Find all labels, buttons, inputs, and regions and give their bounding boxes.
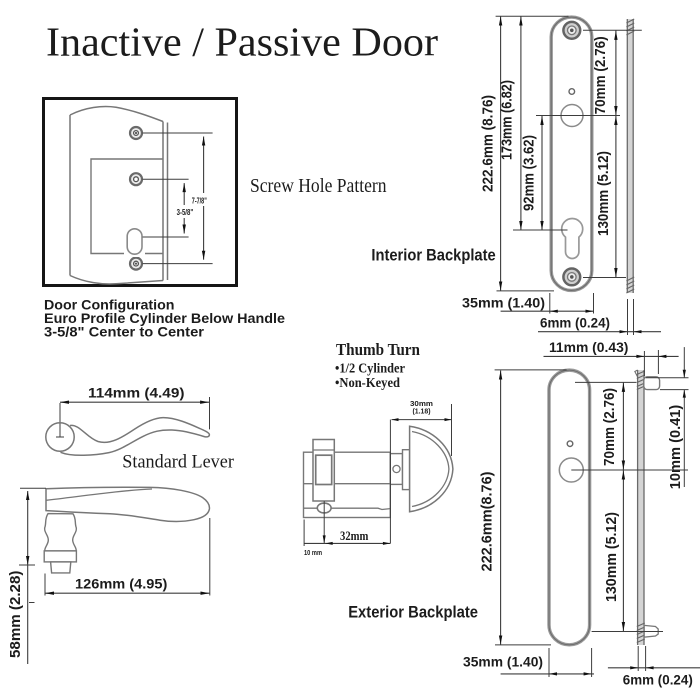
svg-text:6mm (0.24): 6mm (0.24) bbox=[540, 315, 610, 331]
svg-text:70mm (2.76): 70mm (2.76) bbox=[602, 388, 618, 466]
svg-text:70mm (2.76): 70mm (2.76) bbox=[593, 36, 609, 114]
svg-text:130mm (5.12): 130mm (5.12) bbox=[596, 151, 612, 236]
svg-text:114mm (4.49): 114mm (4.49) bbox=[88, 384, 185, 400]
svg-text:Screw Hole Pattern: Screw Hole Pattern bbox=[250, 176, 387, 197]
svg-text:•1/2 Cylinder: •1/2 Cylinder bbox=[335, 361, 405, 376]
svg-text:3-5/8": 3-5/8" bbox=[177, 208, 194, 217]
svg-text:3-5/8" Center to Center: 3-5/8" Center to Center bbox=[44, 323, 205, 339]
svg-text:7-7/8": 7-7/8" bbox=[192, 196, 207, 205]
svg-text:10mm (0.41): 10mm (0.41) bbox=[668, 405, 684, 490]
svg-text:Interior Backplate: Interior Backplate bbox=[371, 246, 495, 264]
svg-text:Euro Profile Cylinder Below Ha: Euro Profile Cylinder Below Handle bbox=[44, 310, 285, 326]
svg-text:Exterior Backplate: Exterior Backplate bbox=[348, 603, 478, 621]
svg-text:11mm (0.43): 11mm (0.43) bbox=[549, 339, 629, 355]
svg-text:32mm: 32mm bbox=[340, 528, 369, 543]
svg-text:173mm (6.82): 173mm (6.82) bbox=[500, 80, 516, 160]
svg-text:92mm (3.62): 92mm (3.62) bbox=[522, 135, 538, 211]
svg-text:126mm (4.95): 126mm (4.95) bbox=[75, 575, 167, 591]
svg-text:35mm (1.40): 35mm (1.40) bbox=[463, 653, 543, 669]
svg-text:Door Configuration: Door Configuration bbox=[44, 297, 175, 313]
svg-text:58mm (2.28): 58mm (2.28) bbox=[8, 570, 24, 658]
svg-text:Thumb Turn: Thumb Turn bbox=[336, 340, 420, 359]
svg-text:(1.18): (1.18) bbox=[413, 406, 431, 415]
svg-text:Standard Lever: Standard Lever bbox=[122, 453, 234, 473]
svg-text:222.6mm(8.76): 222.6mm(8.76) bbox=[480, 471, 496, 571]
svg-text:6mm (0.24): 6mm (0.24) bbox=[623, 671, 693, 687]
svg-text:222.6mm (8.76): 222.6mm (8.76) bbox=[481, 95, 497, 192]
svg-text:30mm: 30mm bbox=[410, 399, 433, 408]
svg-text:35mm (1.40): 35mm (1.40) bbox=[462, 294, 545, 310]
svg-text:10 mm: 10 mm bbox=[304, 548, 322, 557]
svg-text:•Non-Keyed: •Non-Keyed bbox=[335, 375, 400, 390]
svg-text:130mm (5.12): 130mm (5.12) bbox=[604, 512, 620, 602]
svg-text:Inactive / Passive Door: Inactive / Passive Door bbox=[46, 19, 438, 65]
